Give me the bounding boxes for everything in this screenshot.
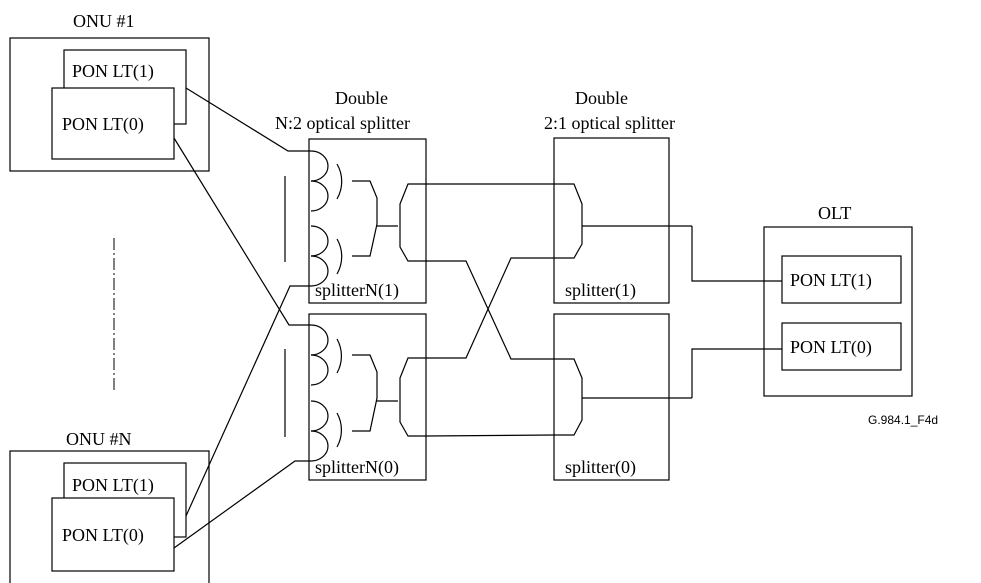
splitterN0-label: splitterN(0) <box>315 457 399 478</box>
olt-lt1-box <box>781 255 902 304</box>
splitter0-internals <box>554 358 583 436</box>
link-splitter1-olt <box>691 226 782 282</box>
splitterN1-internals <box>284 150 426 287</box>
onuN-lt0-box <box>51 497 175 572</box>
splitterN1-label: splitterN(1) <box>315 280 399 301</box>
onu1-lt0-label: PON LT(0) <box>62 114 144 135</box>
fiber-onu1-lt1 <box>185 87 311 152</box>
olt-box <box>763 226 913 397</box>
olt-lt0-label: PON LT(0) <box>790 337 872 358</box>
onuN-lt0-label: PON LT(0) <box>62 525 144 546</box>
onu1-lt1-label: PON LT(1) <box>72 61 154 82</box>
splitterN0-box <box>308 313 427 481</box>
onuN-lt1-label: PON LT(1) <box>72 475 154 496</box>
link-N1-to-s0 <box>426 260 554 360</box>
onuN-title: ONU #N <box>66 429 132 449</box>
figure-id: G.984.1_F4d <box>868 413 938 427</box>
olt-title: OLT <box>818 203 851 223</box>
splitter0-label: splitter(0) <box>565 457 636 478</box>
splitter1-box <box>553 137 670 304</box>
fiber-onuN-lt0 <box>173 460 311 549</box>
olt-lt0-box <box>781 322 902 371</box>
splitterN1-box <box>308 138 427 304</box>
onu1-lt0-box <box>51 87 175 160</box>
link-splitter0-olt <box>691 348 782 398</box>
fiber-onuN-lt1 <box>185 285 311 517</box>
olt-lt1-label: PON LT(1) <box>790 270 872 291</box>
link-N0-to-s1 <box>426 257 554 359</box>
onu1-title: ONU #1 <box>73 11 135 31</box>
splitter-2x1-title-line2: 2:1 optical splitter <box>544 113 675 133</box>
onuN-box <box>9 450 210 583</box>
splitter1-label: splitter(1) <box>565 280 636 301</box>
splitter-nx2-title-line1: Double <box>335 88 388 108</box>
splitter0-box <box>553 313 670 481</box>
splitter1-internals <box>554 183 583 259</box>
fiber-onu1-lt0 <box>173 137 311 326</box>
splitter-nx2-title-line2: N:2 optical splitter <box>275 113 410 133</box>
onu1-box <box>9 37 210 172</box>
link-N0-to-s0 <box>425 434 555 437</box>
splitterN0-internals <box>284 324 426 462</box>
splitter-2x1-title-line1: Double <box>575 88 628 108</box>
